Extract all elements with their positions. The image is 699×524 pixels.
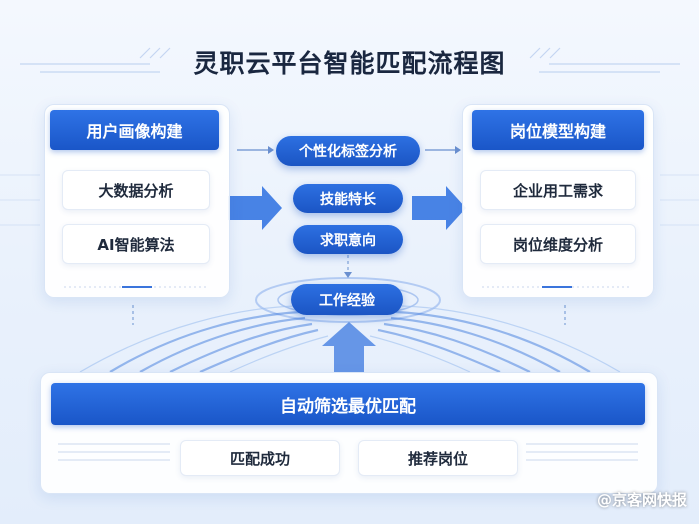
- bottom-panel-lines: [58, 443, 638, 461]
- user-profile-header: 用户画像构建: [50, 110, 219, 150]
- auto-match-header: 自动筛选最优匹配: [51, 383, 645, 425]
- recommend-job-item: 推荐岗位: [358, 440, 518, 476]
- enterprise-demand-item: 企业用工需求: [480, 170, 636, 210]
- left-panel-footer-lines: [64, 286, 208, 288]
- work-experience-pill: 工作经验: [291, 284, 403, 315]
- job-intention-pill: 求职意向: [293, 225, 403, 254]
- job-model-header: 岗位模型构建: [472, 110, 644, 150]
- ai-algorithm-item: AI智能算法: [62, 224, 210, 264]
- page-title: 灵职云平台智能匹配流程图: [193, 49, 506, 78]
- match-success-item: 匹配成功: [180, 440, 340, 476]
- personalized-tag-analysis-pill: 个性化标签分析: [276, 136, 420, 166]
- skills-pill: 技能特长: [293, 184, 403, 213]
- big-data-analysis-item: 大数据分析: [62, 170, 210, 210]
- watermark-text: @京客网快报: [596, 491, 687, 509]
- right-panel-footer-lines: [482, 286, 632, 288]
- job-dimension-item: 岗位维度分析: [480, 224, 636, 264]
